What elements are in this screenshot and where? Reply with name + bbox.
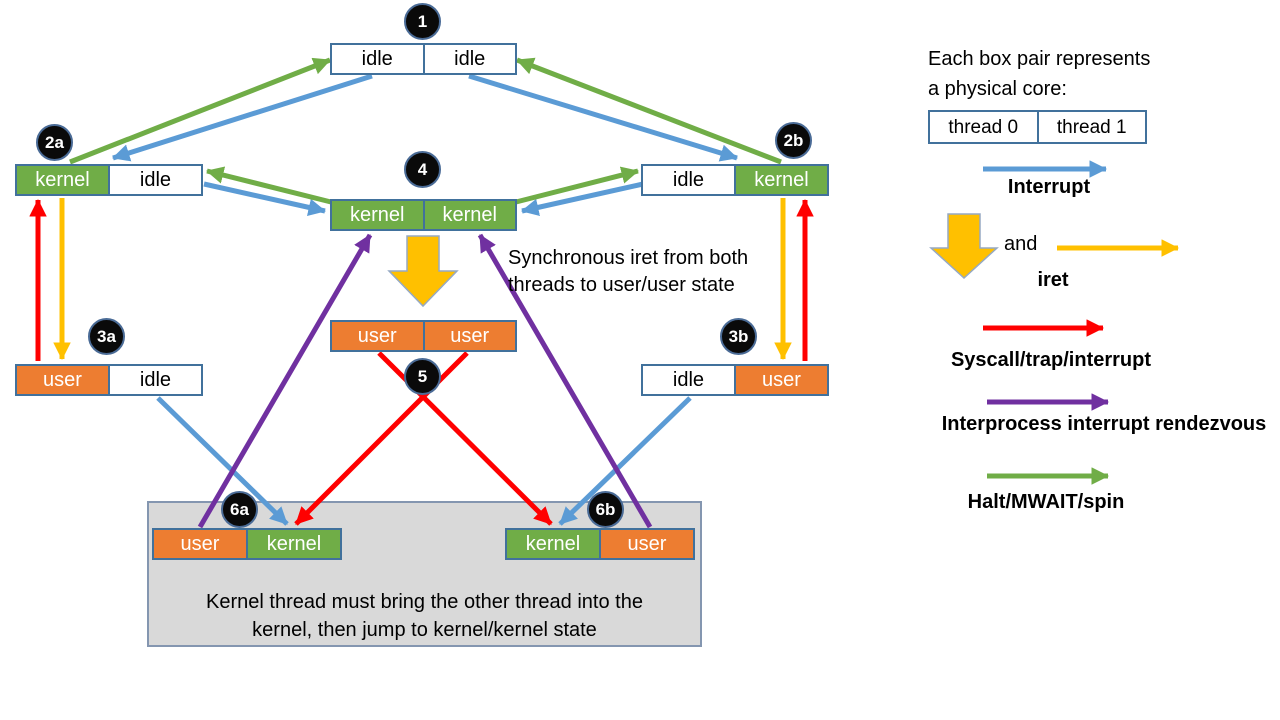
thread-cell: kernel: [422, 201, 515, 229]
halt-arrow-2a-to-1: [69, 57, 331, 165]
interrupt-arrow-2a-to-4: [203, 181, 326, 216]
state-badge-2b: 2b: [775, 122, 812, 159]
thread-cell: idle: [108, 366, 201, 394]
core-pair-6a: user kernel: [152, 528, 342, 560]
core-pair-4: kernel kernel: [330, 199, 517, 231]
halt-arrow-2b-to-1: [516, 57, 782, 165]
legend-and-text: and: [1004, 233, 1038, 255]
state-badge-1: 1: [404, 3, 441, 40]
rendezvous-arrow-6a-to-4: [197, 233, 373, 529]
thread-cell: user: [332, 322, 423, 350]
legend-halt-label: Halt/MWAIT/spin: [967, 491, 1125, 513]
thread-cell: kernel: [246, 530, 340, 558]
state-badge-6a: 6a: [221, 491, 258, 528]
state-badge-6b: 6b: [587, 491, 624, 528]
core-pair-2a: kernel idle: [15, 164, 203, 196]
state-badge-3b: 3b: [720, 318, 757, 355]
thread-cell: user: [154, 530, 246, 558]
interrupt-arrow-1-to-2b: [468, 73, 738, 162]
iret-block-arrow-4-to-5: [387, 235, 459, 308]
panel-note: Kernel thread must bring the other threa…: [147, 588, 702, 644]
thread-cell: kernel: [332, 201, 423, 229]
iret-arrows: [53, 198, 1180, 361]
legend-heading-line2: a physical core:: [928, 78, 1067, 100]
legend-interrupt-label: Interrupt: [1007, 176, 1091, 198]
thread-cell: user: [599, 530, 693, 558]
legend-thread-pair: thread 0 thread 1: [928, 110, 1147, 144]
core-pair-5: user user: [330, 320, 517, 352]
panel-note-line2: kernel, then jump to kernel/kernel state: [252, 619, 597, 641]
legend-iret-block-arrow: [929, 213, 999, 280]
legend-syscall-label: Syscall/trap/interrupt: [950, 349, 1152, 371]
thread1-cell: thread 1: [1036, 112, 1145, 142]
halt-arrows: [69, 57, 1110, 485]
halt-arrow-4-to-2b: [515, 166, 639, 205]
core-pair-3b: idle user: [641, 364, 829, 396]
thread-cell: user: [17, 366, 108, 394]
thread0-cell: thread 0: [930, 112, 1037, 142]
rendezvous-arrows: [197, 233, 1110, 529]
core-pair-3a: user idle: [15, 364, 203, 396]
thread-cell: kernel: [507, 530, 599, 558]
interrupt-arrow-2b-to-4: [521, 181, 644, 216]
legend-iret-label: iret: [1037, 269, 1069, 291]
sync-iret-note: Synchronous iret from both threads to us…: [508, 245, 748, 299]
syscall-arrow-5-to-6a: [294, 351, 469, 526]
interrupt-arrow-3a-to-6a: [156, 396, 289, 526]
panel-note-line1: Kernel thread must bring the other threa…: [206, 591, 643, 613]
state-badge-2a: 2a: [36, 124, 73, 161]
thread-cell: idle: [643, 366, 734, 394]
state-badge-3a: 3a: [88, 318, 125, 355]
thread-cell: idle: [108, 166, 201, 194]
interrupt-arrow-3b-to-6b: [558, 396, 692, 526]
thread-cell: idle: [422, 45, 515, 73]
legend-rendezvous-label: Interprocess interrupt rendezvous: [941, 413, 1267, 435]
thread-cell: user: [734, 366, 827, 394]
thread-cell: idle: [643, 166, 734, 194]
core-pair-1: idle idle: [330, 43, 517, 75]
state-badge-4: 4: [404, 151, 441, 188]
legend-heading: Each box pair represents a physical core…: [928, 44, 1150, 104]
thread-cell: user: [422, 322, 515, 350]
rendezvous-arrow-6b-to-4: [477, 233, 653, 529]
thread-cell: kernel: [734, 166, 827, 194]
core-pair-2b: idle kernel: [641, 164, 829, 196]
sync-iret-note-line1: Synchronous iret from both: [508, 247, 749, 269]
interrupt-arrows: [112, 73, 1108, 526]
sync-iret-note-line2: threads to user/user state: [508, 274, 735, 296]
core-pair-6b: kernel user: [505, 528, 695, 560]
thread-cell: kernel: [17, 166, 108, 194]
legend-heading-line1: Each box pair represents: [928, 48, 1151, 70]
state-badge-5: 5: [404, 358, 441, 395]
thread-cell: idle: [332, 45, 423, 73]
halt-arrow-4-to-2a: [206, 166, 332, 205]
interrupt-arrow-1-to-2a: [112, 73, 373, 162]
